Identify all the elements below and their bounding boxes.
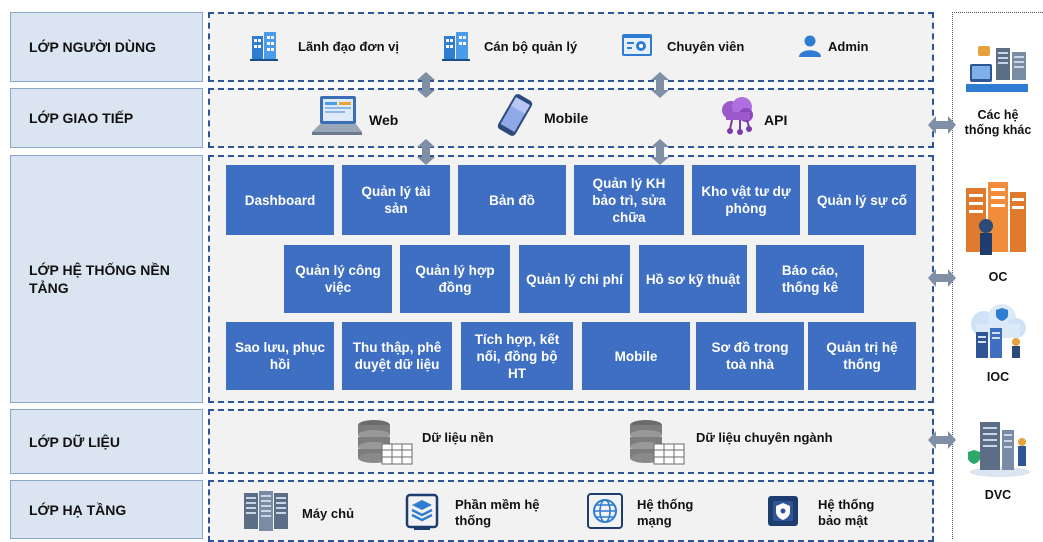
module-map[interactable]: Bản đồ xyxy=(458,165,566,235)
horizontal-double-arrow-icon xyxy=(928,431,956,449)
database-icon xyxy=(630,420,685,465)
server-rack-icon xyxy=(244,491,288,531)
user-layer-panel xyxy=(208,12,934,82)
module-integration[interactable]: Tích hợp, kết nối, đồng bộ HT xyxy=(461,322,573,390)
connected-systems-icon xyxy=(966,46,1028,92)
horizontal-double-arrow-icon xyxy=(928,269,956,287)
layer-label-data: LỚP DỮ LIỆU xyxy=(10,409,203,474)
module-technical-records[interactable]: Hồ sơ kỹ thuật xyxy=(639,245,747,313)
module-dashboard[interactable]: Dashboard xyxy=(226,165,334,235)
channel-web-label: Web xyxy=(369,112,399,128)
user-admin-label: Admin xyxy=(828,39,869,54)
module-maintenance-plan[interactable]: Quản lý KH bảo trì, sửa chữa xyxy=(574,165,684,235)
module-reports[interactable]: Báo cáo, thống kê xyxy=(756,245,864,313)
double-arrow-icon xyxy=(651,139,669,165)
cloud-server-icon xyxy=(971,304,1026,358)
module-asset-management[interactable]: Quản lý tài sản xyxy=(342,165,450,235)
external-oc-label: OC xyxy=(988,270,1008,284)
layer-label-communication: LỚP GIAO TIẾP xyxy=(10,88,203,148)
database-icon xyxy=(358,420,413,465)
monitor-gear-icon xyxy=(622,34,652,56)
data-center-icon xyxy=(968,422,1030,477)
double-arrow-icon xyxy=(651,72,669,98)
module-contract-management[interactable]: Quản lý hợp đồng xyxy=(400,245,510,313)
double-arrow-icon xyxy=(417,72,435,98)
user-manager-label: Cán bộ quản lý xyxy=(484,39,578,54)
module-work-management[interactable]: Quản lý công việc xyxy=(284,245,392,313)
layer-label-infrastructure: LỚP HẠ TẦNG xyxy=(10,480,203,539)
data-layer-panel xyxy=(208,409,934,474)
module-data-collection[interactable]: Thu thập, phê duyệt dữ liệu xyxy=(342,322,452,390)
user-leader-label: Lãnh đạo đơn vị xyxy=(298,39,399,54)
module-cost-management[interactable]: Quản lý chi phí xyxy=(519,245,630,313)
layer-label-user: LỚP NGƯỜI DÙNG xyxy=(10,12,203,82)
module-system-admin[interactable]: Quản trị hệ thống xyxy=(808,322,916,390)
infra-network-label: Hệ thống mạng xyxy=(637,497,694,528)
infra-server-label: Máy chủ xyxy=(302,506,355,521)
horizontal-double-arrow-icon xyxy=(928,116,956,134)
laptop-icon xyxy=(312,96,362,135)
module-incident-management[interactable]: Quản lý sự cố xyxy=(808,165,916,235)
channel-mobile-label: Mobile xyxy=(544,110,589,126)
module-building-layout[interactable]: Sơ đồ trong toà nhà xyxy=(696,322,804,390)
smartphone-icon xyxy=(497,94,533,136)
module-spare-parts[interactable]: Kho vật tư dự phòng xyxy=(692,165,800,235)
module-backup-restore[interactable]: Sao lưu, phục hồi xyxy=(226,322,334,390)
network-globe-icon xyxy=(587,493,623,529)
module-mobile[interactable]: Mobile xyxy=(582,322,690,390)
building-icon xyxy=(250,32,278,61)
double-arrow-icon xyxy=(417,139,435,165)
software-layers-icon xyxy=(405,493,439,530)
external-dvc-label: DVC xyxy=(984,488,1012,502)
external-ioc-label: IOC xyxy=(986,370,1010,384)
security-chip-icon xyxy=(768,496,798,526)
layer-label-platform: LỚP HỆ THỐNG NỀN TẢNG xyxy=(10,155,203,403)
channel-api-label: API xyxy=(764,112,788,128)
external-other-systems-label: Các hệ thống khác xyxy=(964,108,1032,137)
data-specialized-label: Dữ liệu chuyên ngành xyxy=(696,430,833,445)
building-icon xyxy=(442,32,470,61)
infra-software-label: Phần mềm hệ thống xyxy=(455,497,540,528)
data-base-label: Dữ liệu nền xyxy=(422,430,494,445)
operations-center-icon xyxy=(966,182,1026,255)
user-specialist-label: Chuyên viên xyxy=(667,39,745,54)
infra-security-label: Hệ thống bảo mật xyxy=(818,497,875,528)
cloud-api-icon xyxy=(722,97,753,135)
person-icon xyxy=(799,35,821,57)
